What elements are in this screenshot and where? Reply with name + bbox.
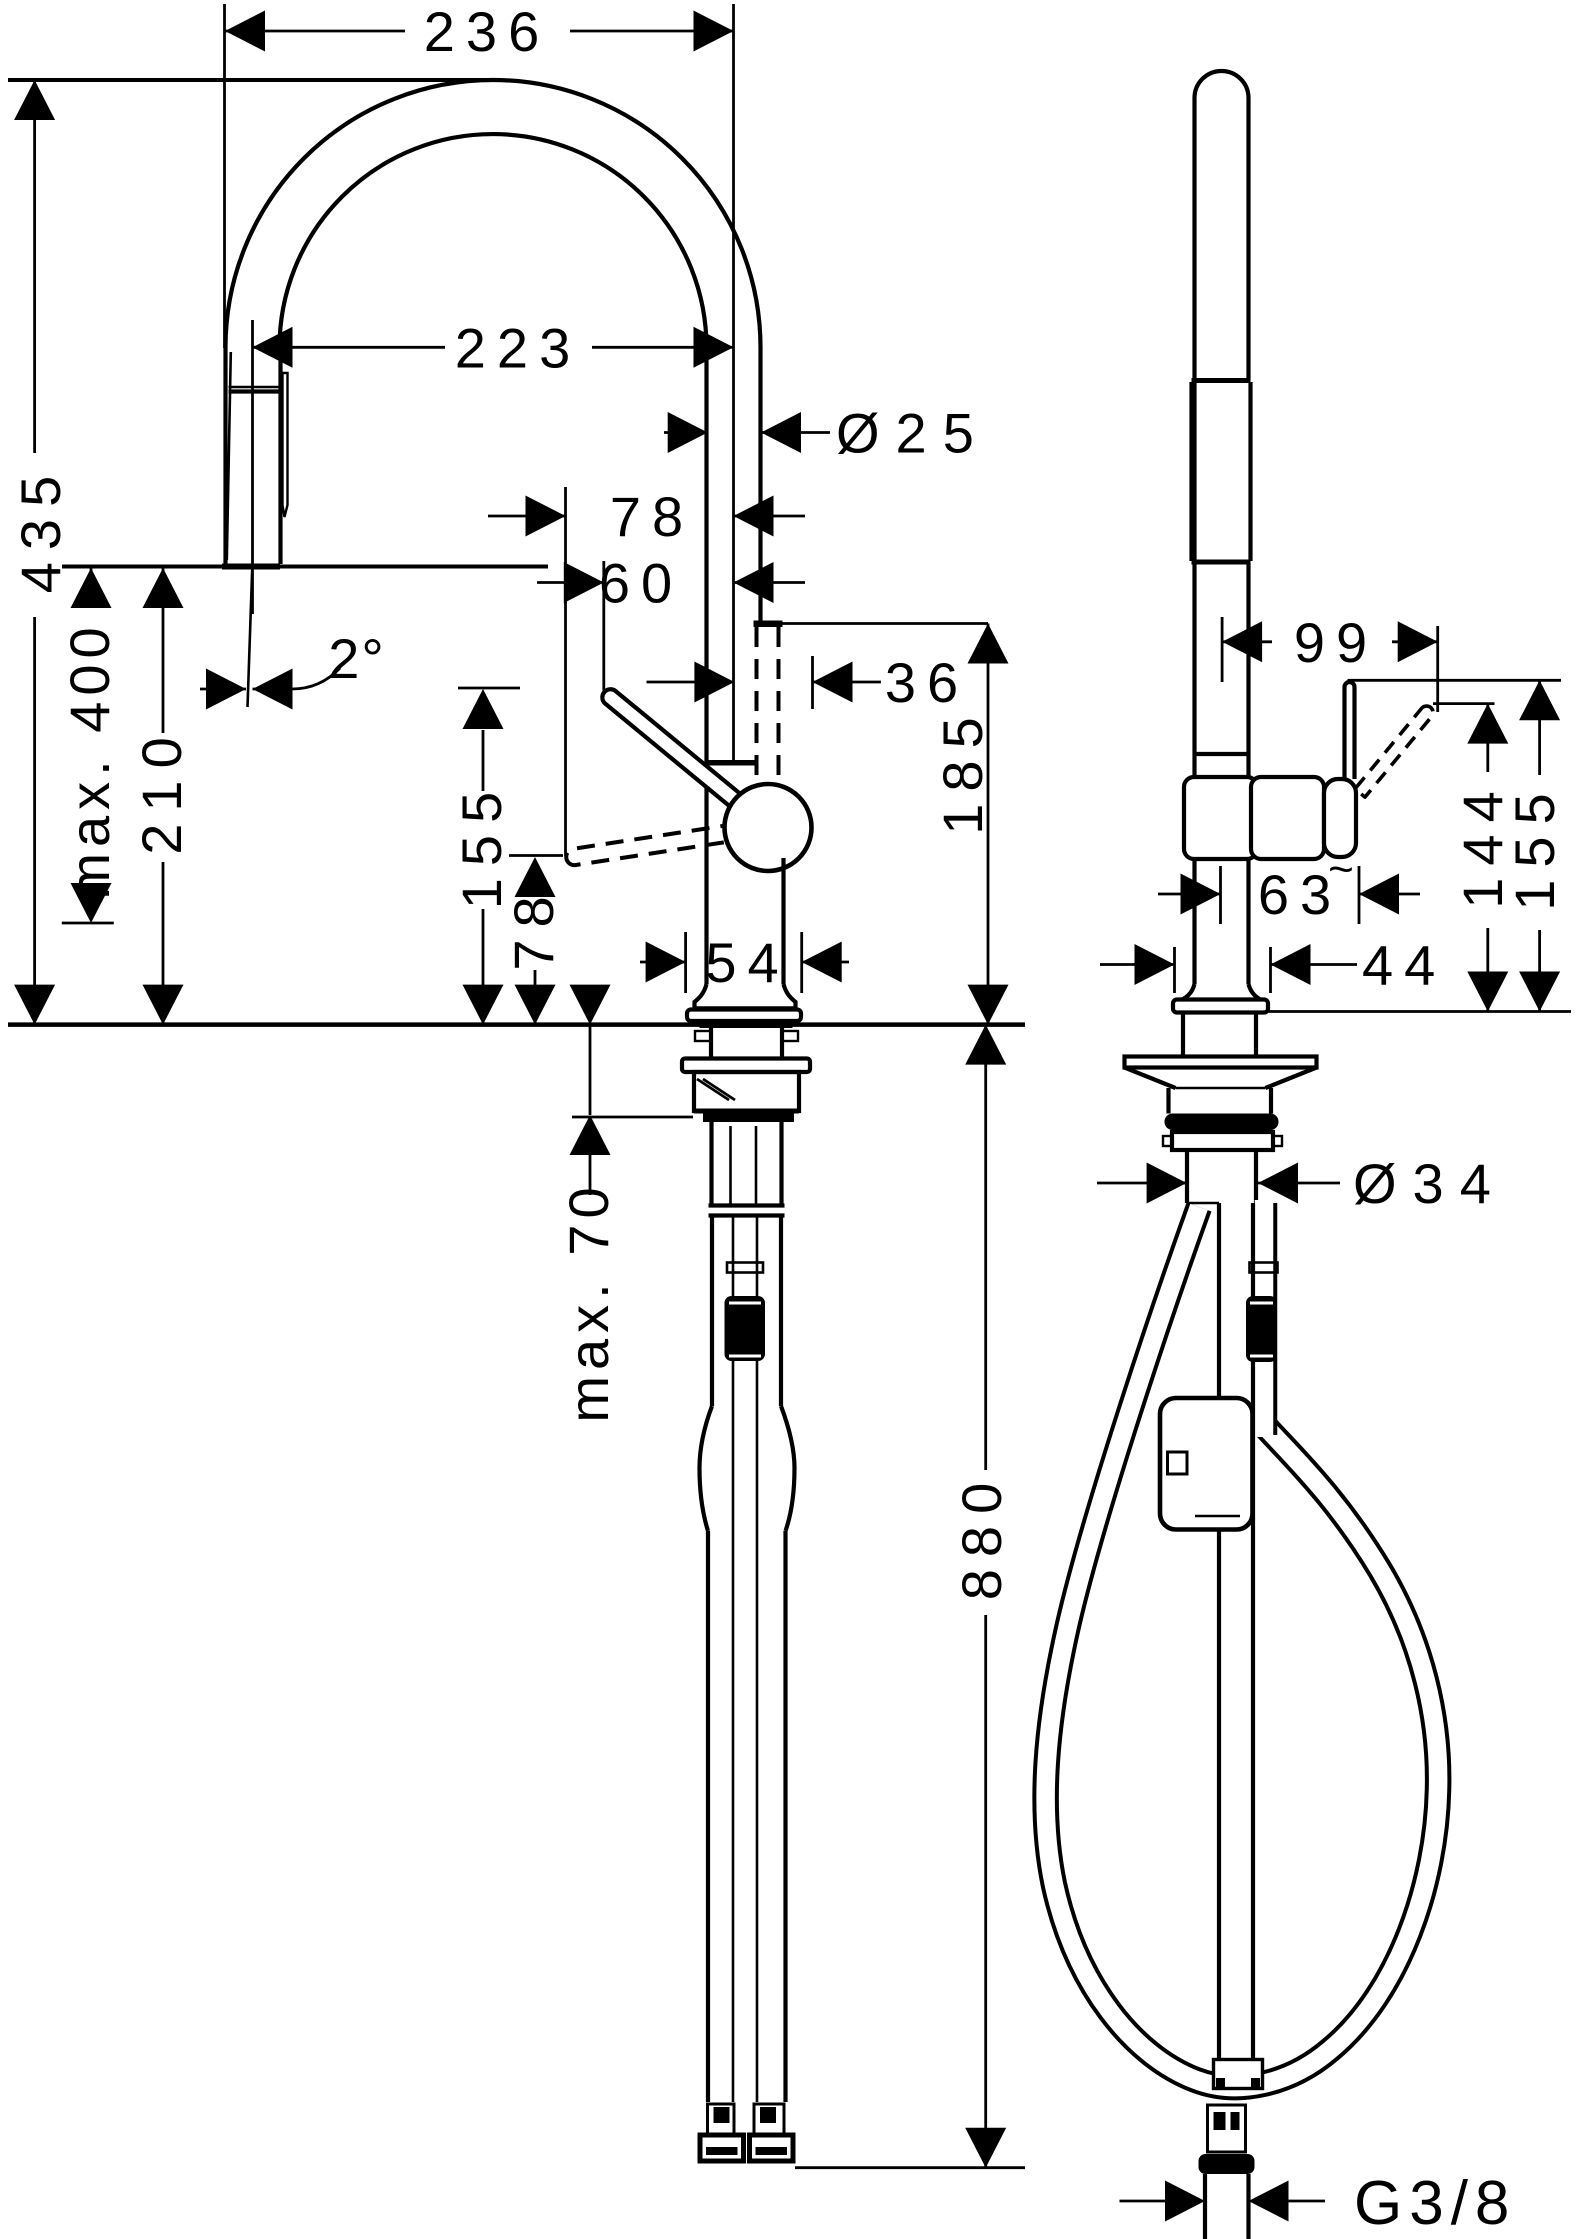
svg-text:Ø34: Ø34: [1353, 1152, 1507, 1215]
svg-text:185: 185: [931, 705, 994, 834]
svg-text:max. 70: max. 70: [557, 1181, 620, 1422]
svg-text:60: 60: [599, 552, 683, 615]
svg-text:78: 78: [502, 884, 565, 970]
svg-text:max. 400: max. 400: [58, 621, 121, 899]
svg-text:~: ~: [1328, 845, 1354, 894]
svg-text:155: 155: [1503, 781, 1566, 910]
svg-text:99: 99: [1294, 611, 1378, 674]
svg-text:63: 63: [1258, 863, 1342, 926]
svg-text:155: 155: [450, 780, 513, 909]
svg-text:44: 44: [1362, 934, 1446, 997]
svg-text:36: 36: [885, 651, 969, 714]
svg-text:54: 54: [705, 931, 789, 994]
svg-text:2°: 2°: [328, 627, 386, 690]
svg-text:880: 880: [950, 1471, 1013, 1600]
svg-text:78: 78: [610, 485, 694, 548]
svg-text:236: 236: [424, 0, 550, 63]
svg-text:435: 435: [9, 464, 72, 593]
svg-text:G3/8: G3/8: [1354, 2169, 1516, 2238]
svg-text:144: 144: [1451, 779, 1514, 908]
svg-text:Ø25: Ø25: [836, 402, 990, 465]
svg-text:210: 210: [130, 725, 193, 854]
svg-text:223: 223: [455, 316, 581, 379]
